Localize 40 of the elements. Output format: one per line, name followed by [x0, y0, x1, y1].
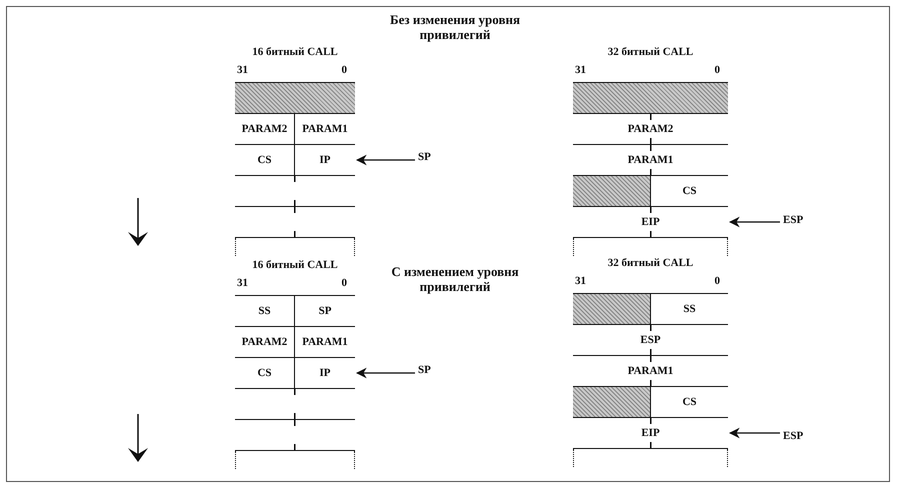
reserved-cell — [573, 386, 651, 418]
stack-title: 32 битный CALL — [606, 257, 694, 269]
stack-title: 16 битный CALL — [251, 46, 339, 58]
bit-number: 31 — [575, 64, 586, 76]
stack-cell: CS — [235, 144, 295, 176]
stack-cell: CS — [235, 357, 295, 389]
bit-number: 0 — [714, 64, 720, 76]
stack-cell: SP — [295, 295, 355, 327]
pointer-arrow — [356, 368, 415, 378]
bit-number: 31 — [575, 275, 586, 287]
pointer-label: SP — [418, 364, 431, 376]
pointer-arrow — [728, 216, 780, 228]
bit-number: 31 — [237, 64, 248, 76]
stack-cell: PARAM2 — [235, 326, 295, 358]
stack-cell: PARAM2 — [235, 113, 295, 145]
stack-cell: EIP — [573, 206, 728, 238]
stack-title: 32 битный CALL — [606, 46, 694, 58]
bit-number: 0 — [714, 275, 720, 287]
stack-cell: SS — [235, 295, 295, 327]
section-heading: Без изменения уровня привилегий — [389, 12, 521, 42]
stack-cell: PARAM1 — [573, 355, 728, 387]
pointer-arrow — [356, 154, 415, 166]
bit-number: 0 — [342, 64, 347, 76]
reserved-cell — [573, 293, 651, 325]
stack-cell: EIP — [573, 417, 728, 449]
pointer-arrow — [728, 428, 780, 438]
pointer-label: ESP — [783, 214, 804, 226]
pointer-label: ESP — [783, 430, 804, 442]
section-heading: С изменением уровня привилегий — [390, 264, 520, 294]
stack-cell: ESP — [573, 324, 728, 356]
stack-cell: PARAM2 — [573, 113, 728, 145]
reserved-cell — [573, 82, 728, 114]
bit-number: 0 — [342, 277, 347, 289]
stack-cell: SS — [651, 293, 728, 325]
stack-cell: PARAM1 — [573, 144, 728, 176]
bit-number: 31 — [237, 277, 248, 289]
reserved-cell — [235, 82, 355, 114]
pointer-label: SP — [418, 151, 431, 163]
reserved-cell — [573, 175, 651, 207]
stack-title: 16 битный CALL — [251, 259, 339, 271]
